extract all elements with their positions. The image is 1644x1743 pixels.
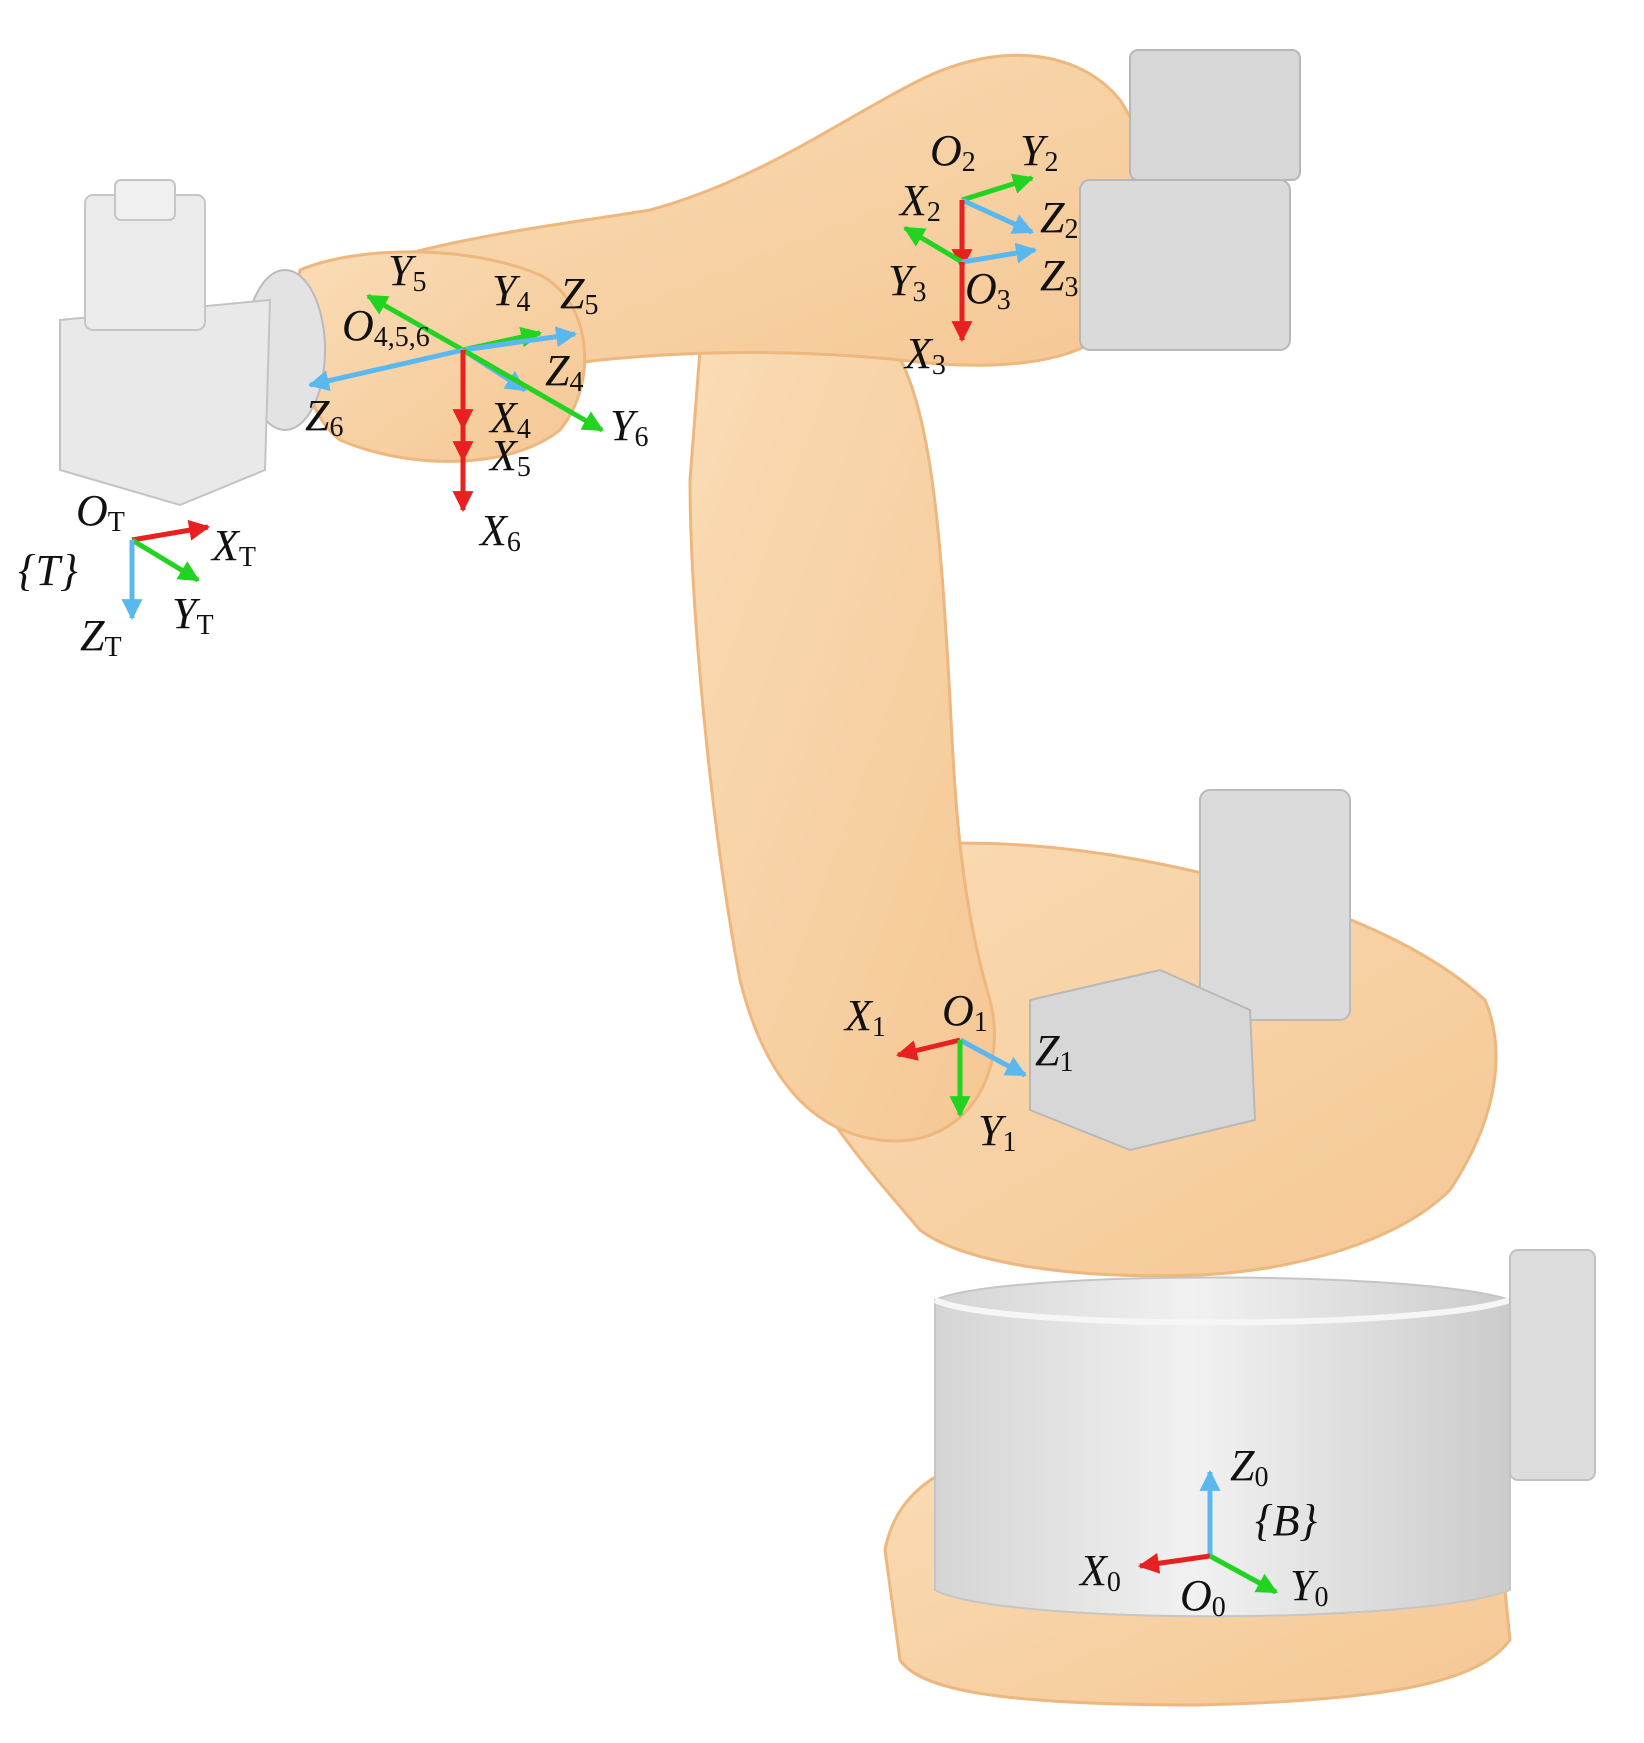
label-Y1: Y1 [978,1106,1016,1158]
coordinate-arrows [121,173,1278,1595]
label-YT: YT [172,589,214,641]
axis-Y3-arrow [903,225,964,265]
axis-X1-arrow [895,1037,961,1061]
label-O2: O2 [930,126,976,178]
tool-spindle [59,298,272,507]
tool-top-cap [114,179,176,221]
label-X3: X3 [903,329,946,381]
elbow-motor-upper [1129,49,1301,181]
label-ZT: ZT [80,611,122,663]
label-Z5: Z5 [560,269,598,321]
axis-X0-arrow [1137,1552,1211,1574]
axis-Z5-arrow [462,326,578,353]
label-X2: X2 [898,176,941,228]
robot-illustration [59,49,1596,1707]
label-Z3: Z3 [1040,251,1078,303]
label-X4: X4 [488,393,531,445]
base-cylinder-rim [933,1297,1511,1326]
axis-Z3-arrow [961,242,1038,265]
label-O0: O0 [1180,1571,1226,1623]
label-Y0: Y0 [1290,1561,1328,1613]
frame-B-label: {B} [1255,1496,1317,1545]
label-Y5: Y5 [388,246,426,298]
label-Y4: Y4 [492,266,530,318]
axis-XT-arrow [131,519,211,543]
label-X6: X6 [478,506,521,558]
label-XT: XT [210,521,256,573]
joint1-motor [1029,968,1257,1152]
base-side-box [1509,1249,1596,1481]
axis-Z2-arrow [960,197,1034,235]
label-O456: O4,5,6 [342,301,430,353]
axis-Y5-arrow [366,293,465,353]
label-Z1: Z1 [1035,1026,1073,1078]
axis-Y2-arrow [961,173,1035,203]
label-Z0: Z0 [1230,1441,1268,1493]
frame-labels: {T} OT XT YT ZT Y5 O4,5,6 Y4 Z5 Z4 Z6 X4… [18,126,1328,1623]
label-Y6: Y6 [610,401,648,453]
frame-T-label: {T} [18,546,78,595]
label-Z2: Z2 [1040,193,1078,245]
base-cylinder [934,1276,1511,1618]
axis-Z6-arrow [307,347,464,392]
label-Y2: Y2 [1020,126,1058,178]
column-motor [1199,789,1351,1021]
elbow-motor-lower [1079,179,1291,351]
axis-Y6-arrow [461,347,604,433]
axis-Z1-arrow [958,1037,1027,1078]
label-Z6: Z6 [305,391,343,443]
label-O1: O1 [942,986,988,1038]
label-Y3: Y3 [888,256,926,308]
label-X0: X0 [1078,1546,1121,1598]
label-OT: OT [76,486,125,538]
label-X1: X1 [843,991,886,1043]
label-X5: X5 [488,431,531,483]
axis-Y0-arrow [1208,1553,1278,1595]
label-Z4: Z4 [545,346,583,398]
axis-YT-arrow [130,537,200,583]
label-O3: O3 [965,264,1011,316]
